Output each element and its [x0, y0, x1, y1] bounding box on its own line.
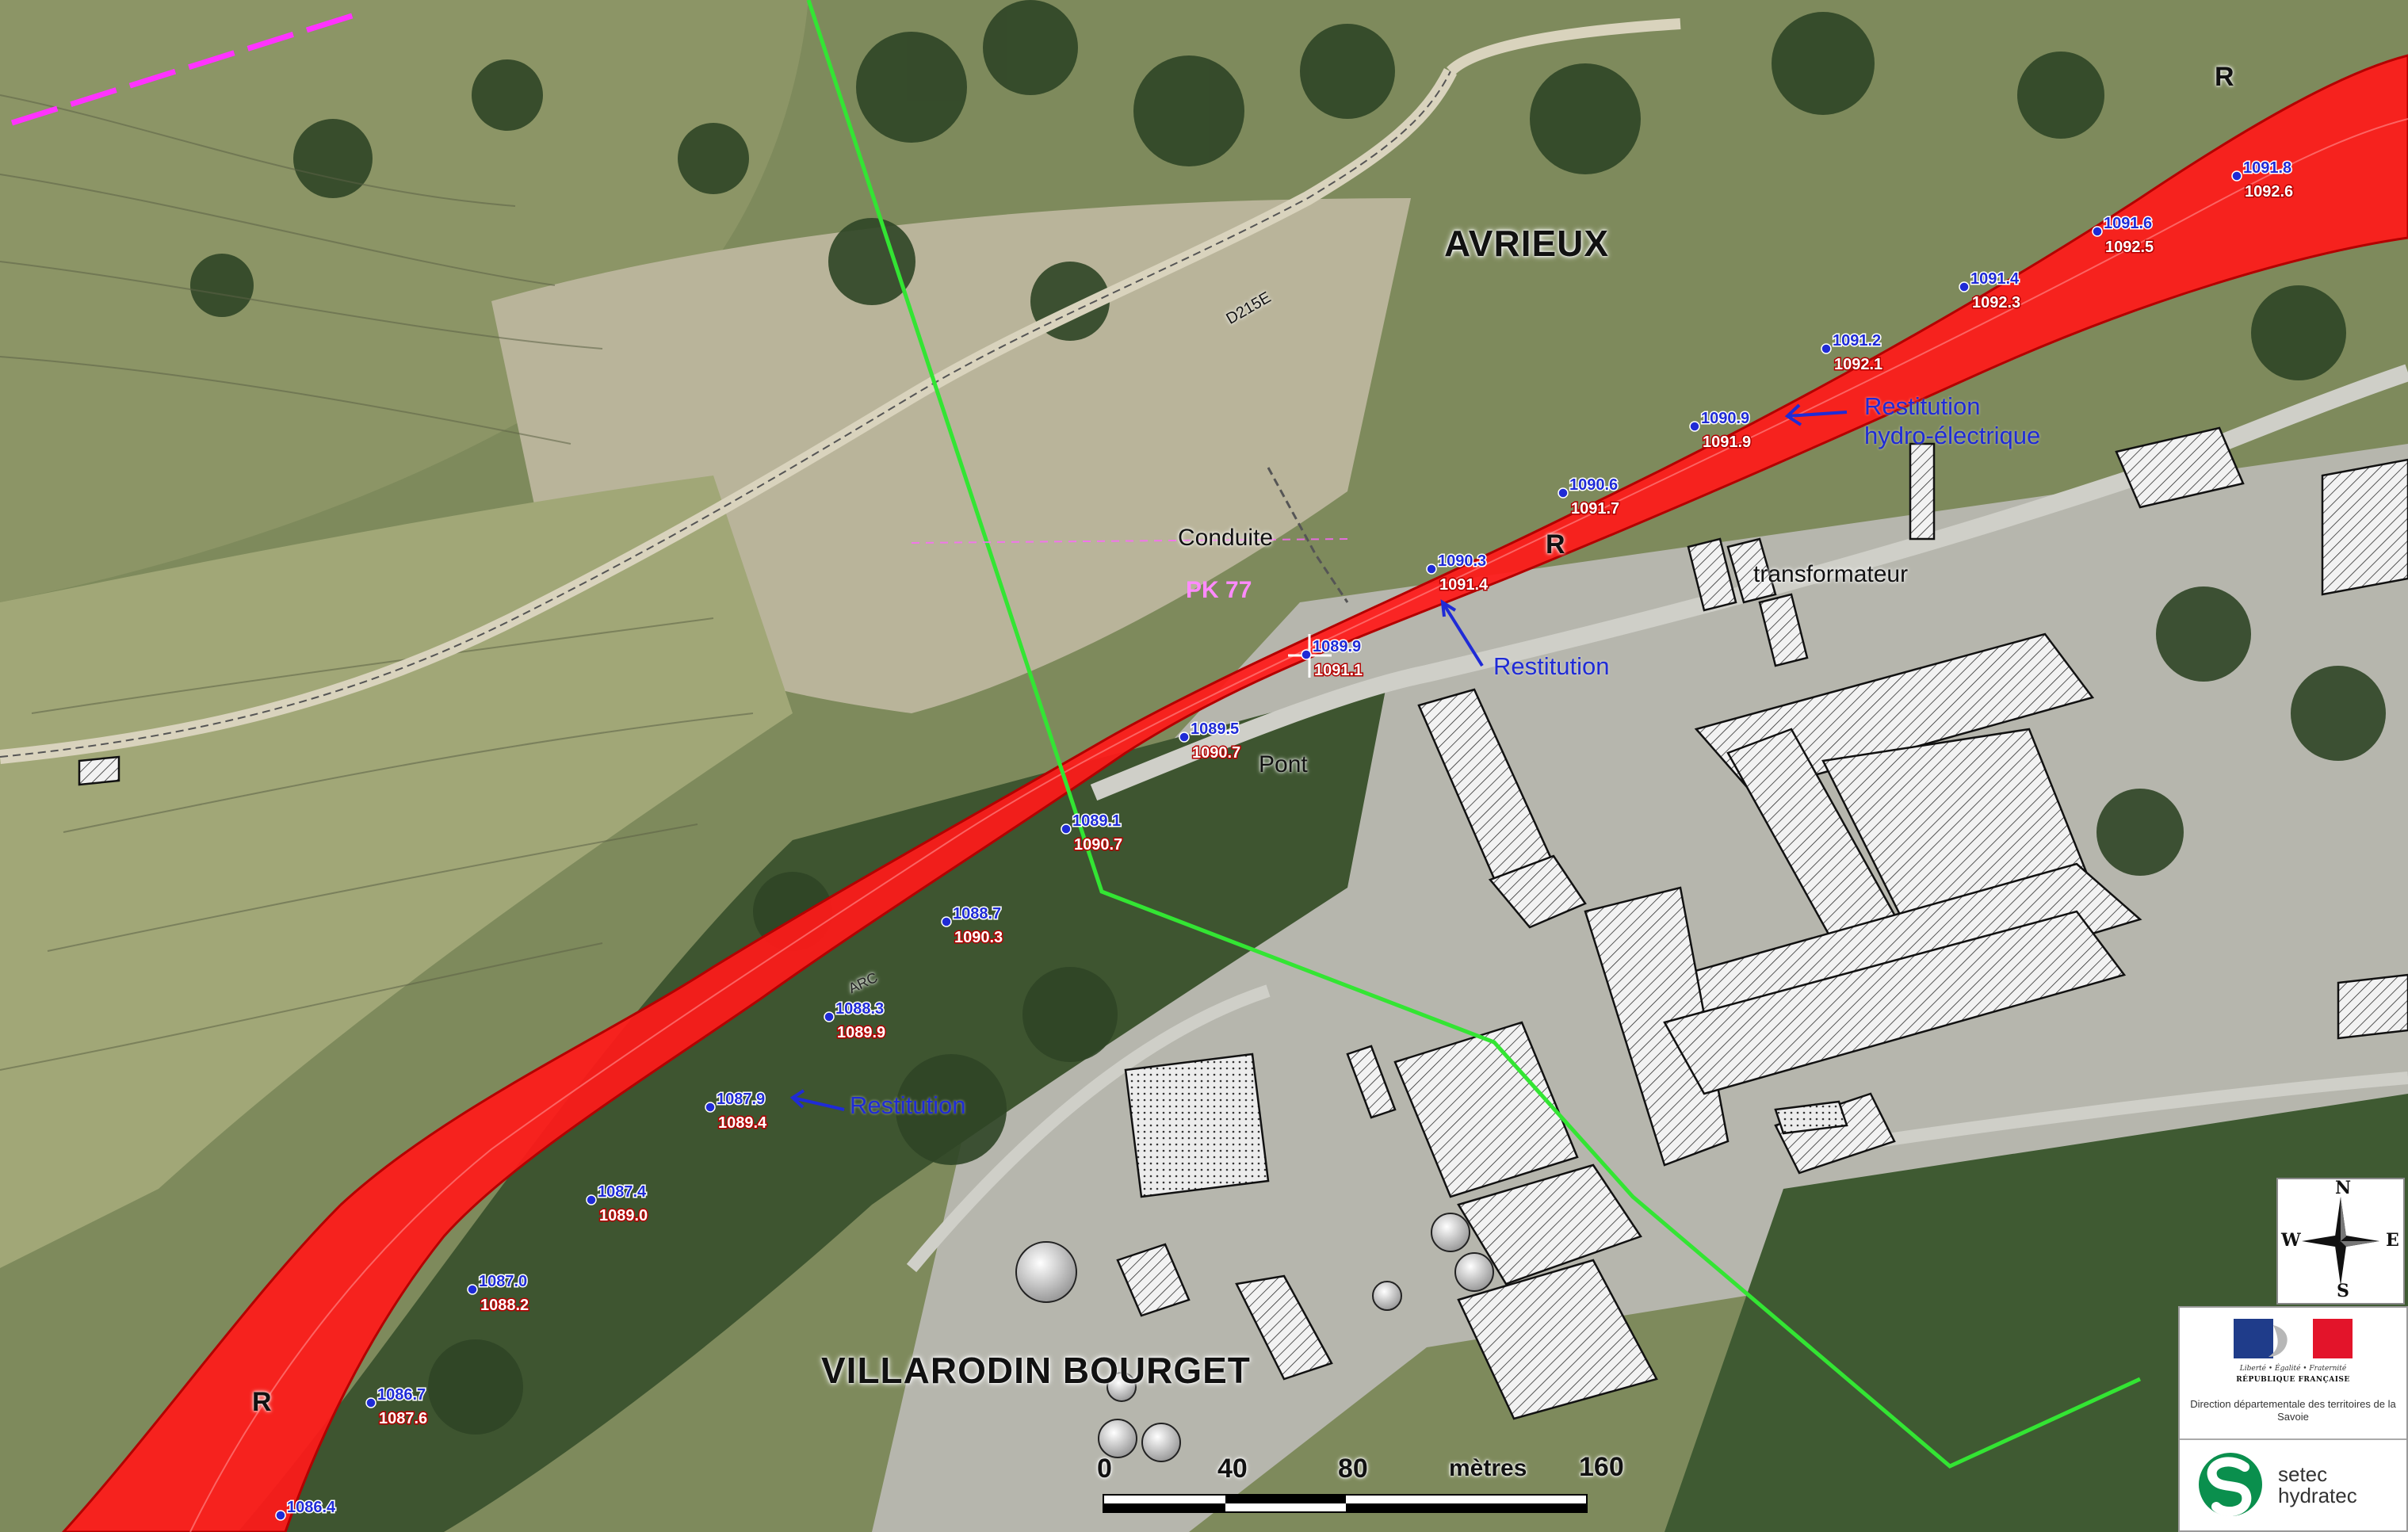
profile-point: [1558, 487, 1569, 499]
water-level-label: 1089.9: [1313, 638, 1361, 655]
compass-w: W: [2281, 1230, 2301, 1251]
setec-name: setec hydratec: [2278, 1464, 2357, 1507]
place-avrieux: AVRIEUX: [1444, 223, 1610, 264]
scale-unit: mètres: [1449, 1455, 1527, 1481]
scale-tick-40: 40: [1217, 1454, 1248, 1484]
logo-panel: Liberté • Égalité • Fraternité RÉPUBLIQU…: [2178, 1306, 2408, 1532]
flood-level-label: 1087.6: [379, 1410, 427, 1427]
zone-letter-ne: R: [2215, 62, 2234, 92]
profile-point: [586, 1194, 597, 1205]
ddt-name: Direction départementale des territoires…: [2190, 1398, 2396, 1423]
water-level-label: 1087.0: [479, 1273, 527, 1290]
profile-point: [1821, 343, 1832, 354]
flood-level-label: 1091.7: [1571, 500, 1619, 518]
flood-level-label: 1091.9: [1703, 434, 1751, 451]
profile-point: [275, 1510, 286, 1521]
scale-bar: [1103, 1494, 1588, 1513]
restitution-hydro-line1: Restitution: [1864, 392, 1981, 420]
profile-point: [1689, 421, 1700, 432]
profile-point: [1179, 732, 1190, 743]
water-level-label: 1090.6: [1569, 476, 1618, 494]
water-level-label: 1091.8: [2243, 159, 2291, 177]
water-level-label: 1089.1: [1072, 812, 1121, 830]
scale-tick-0: 0: [1097, 1454, 1112, 1484]
flood-level-label: 1090.7: [1074, 836, 1122, 854]
flood-level-label: 1092.6: [2245, 183, 2293, 201]
profile-point: [1959, 281, 1970, 292]
flood-level-label: 1091.1: [1314, 662, 1363, 679]
profile-point: [1061, 823, 1072, 835]
profile-point: [705, 1102, 716, 1113]
rf-title: RÉPUBLIQUE FRANÇAISE: [2236, 1376, 2350, 1384]
profile-point: [365, 1397, 376, 1408]
boundary-line: [806, 0, 2142, 1469]
label-pk: PK 77: [1186, 577, 1252, 603]
compass-e: E: [2386, 1230, 2399, 1251]
profile-point: [1426, 564, 1437, 575]
scale-tick-160: 160: [1579, 1452, 1624, 1482]
zone-letter-center: R: [1546, 529, 1565, 560]
republique-francaise-logo: Liberté • Égalité • Fraternité RÉPUBLIQU…: [2180, 1308, 2406, 1440]
compass-s: S: [2337, 1281, 2349, 1301]
flood-level-label: 1089.0: [599, 1207, 648, 1224]
profile-point: [2231, 170, 2242, 181]
buildings: [78, 426, 2408, 1420]
label-conduite: Conduite: [1178, 525, 1274, 551]
restitution-hydro-line2: hydro-électrique: [1864, 422, 2041, 449]
compass-rose-icon: [2302, 1197, 2379, 1286]
north-arrow: N S E W: [2276, 1178, 2405, 1305]
zone-letter-sw: R: [252, 1387, 272, 1417]
water-level-label: 1088.3: [835, 1000, 884, 1018]
flood-level-label: 1092.1: [1834, 356, 1882, 373]
label-restitution-hydro: Restitution hydro-électrique: [1864, 392, 2040, 450]
label-restitution-east: Restitution: [1493, 652, 1610, 680]
rf-motto: Liberté • Égalité • Fraternité: [2239, 1365, 2347, 1373]
flood-level-label: 1091.4: [1439, 576, 1489, 594]
restitution-arrows: [789, 403, 1848, 1111]
label-pont: Pont: [1259, 751, 1308, 777]
compass-n: N: [2335, 1178, 2352, 1198]
profile-point: [941, 916, 952, 927]
scale-tick-80: 80: [1338, 1454, 1368, 1484]
water-level-label: 1086.4: [287, 1499, 336, 1516]
profile-point: [1301, 649, 1312, 660]
setec-subtitle: hydratec: [2278, 1484, 2357, 1507]
place-villarodin-bourget: VILLARODIN BOURGET: [821, 1350, 1251, 1391]
marianne-flag-icon: [2234, 1319, 2353, 1358]
flood-zone: [61, 54, 2408, 1532]
flood-level-label: 1092.5: [2105, 239, 2154, 256]
setec-logo-icon: [2199, 1453, 2262, 1517]
flood-level-label: 1089.9: [837, 1024, 885, 1041]
water-level-label: 1087.4: [598, 1183, 647, 1201]
water-level-label: 1091.2: [1833, 332, 1881, 350]
profile-point: [467, 1284, 478, 1295]
water-level-label: 1090.9: [1701, 410, 1749, 427]
water-level-label: 1091.4: [1970, 270, 2020, 288]
profile-point: [2092, 226, 2103, 237]
label-restitution-west: Restitution: [850, 1091, 966, 1119]
water-level-label: 1091.6: [2104, 215, 2152, 232]
setec-hydratec-logo: setec hydratec: [2180, 1440, 2406, 1532]
flood-level-label: 1090.7: [1192, 744, 1240, 762]
setec-title: setec: [2278, 1462, 2328, 1486]
flood-level-label: 1092.3: [1972, 294, 2020, 311]
label-transformateur: transformateur: [1753, 561, 1909, 587]
water-level-label: 1090.3: [1438, 552, 1486, 570]
water-level-label: 1088.7: [953, 905, 1001, 923]
water-level-label: 1086.7: [377, 1386, 426, 1404]
flood-level-label: 1088.2: [480, 1297, 529, 1314]
flood-level-label: 1089.4: [718, 1114, 767, 1132]
water-level-label: 1089.5: [1191, 720, 1239, 738]
water-level-profiles: 1091.8 1092.6 1091.6 1092.5 1091.4 1092.3 1091…: [275, 159, 2295, 1521]
storage-tanks: [1015, 1213, 1494, 1462]
flood-level-label: 1090.3: [954, 929, 1003, 946]
water-level-label: 1087.9: [717, 1091, 765, 1108]
profile-point: [824, 1011, 835, 1022]
